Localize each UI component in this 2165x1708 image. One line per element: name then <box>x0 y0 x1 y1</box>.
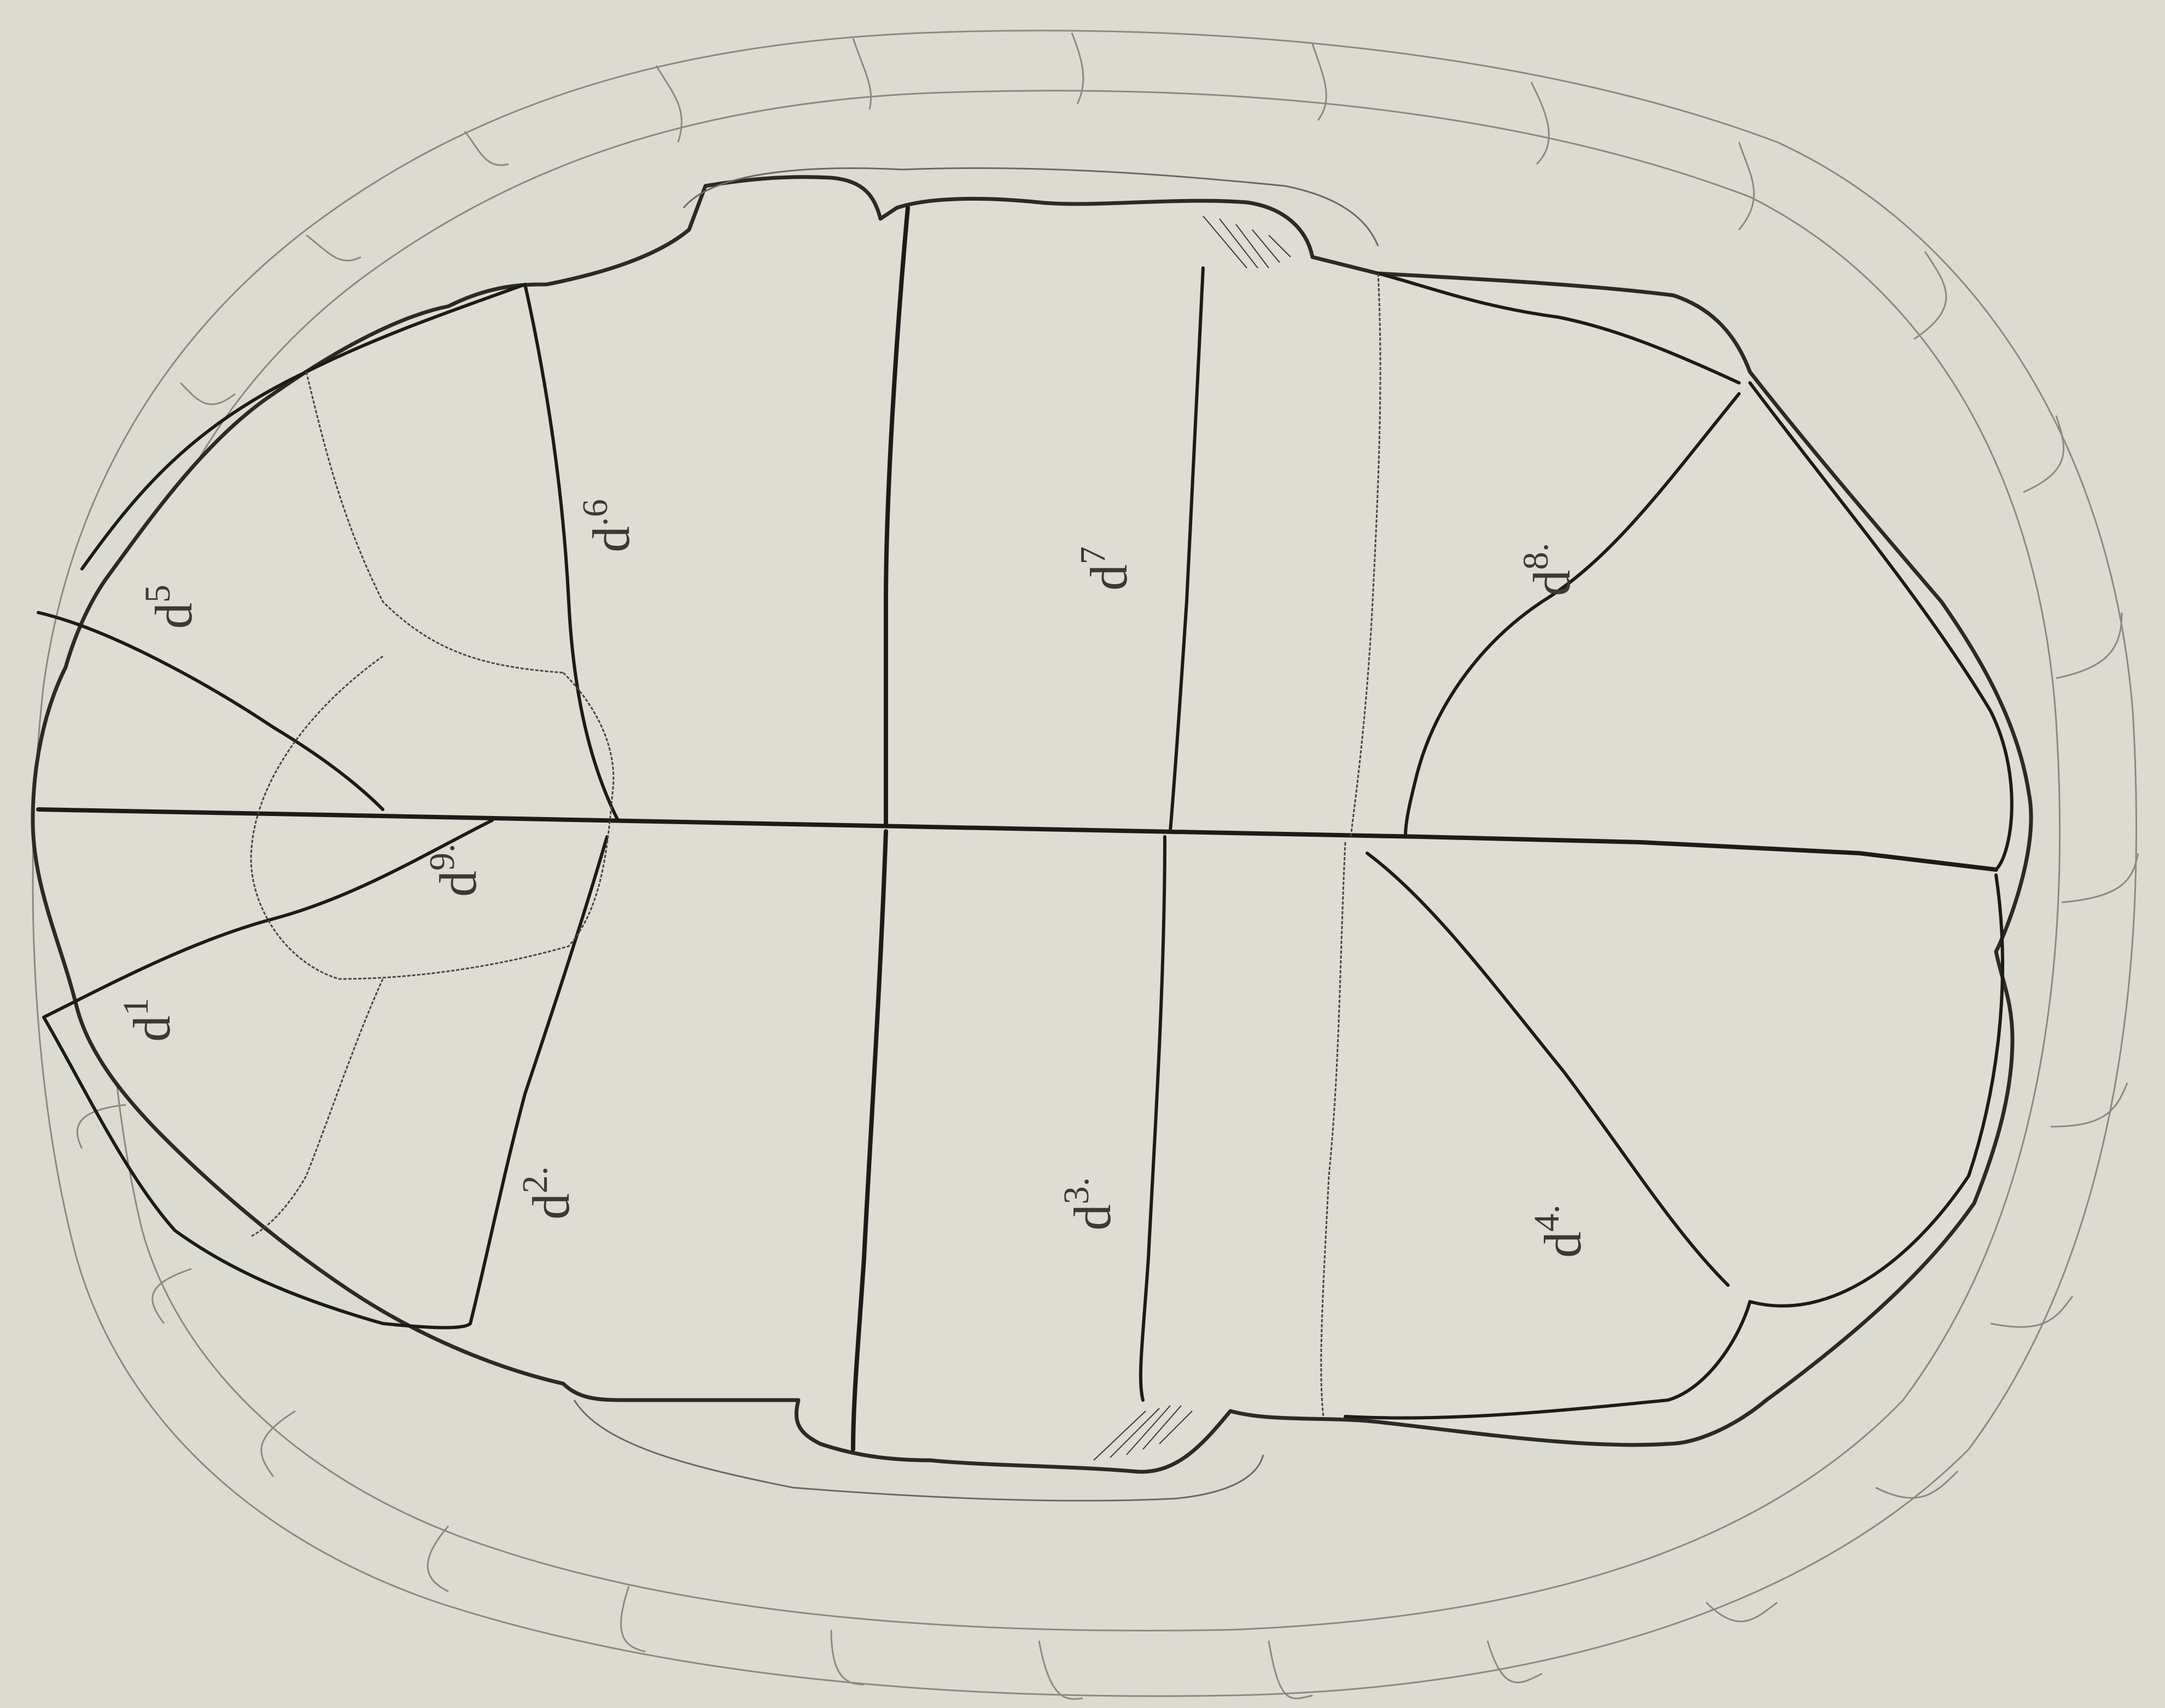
neural-bone-lobe <box>33 177 2031 1472</box>
carapace-disc <box>33 177 2031 1472</box>
